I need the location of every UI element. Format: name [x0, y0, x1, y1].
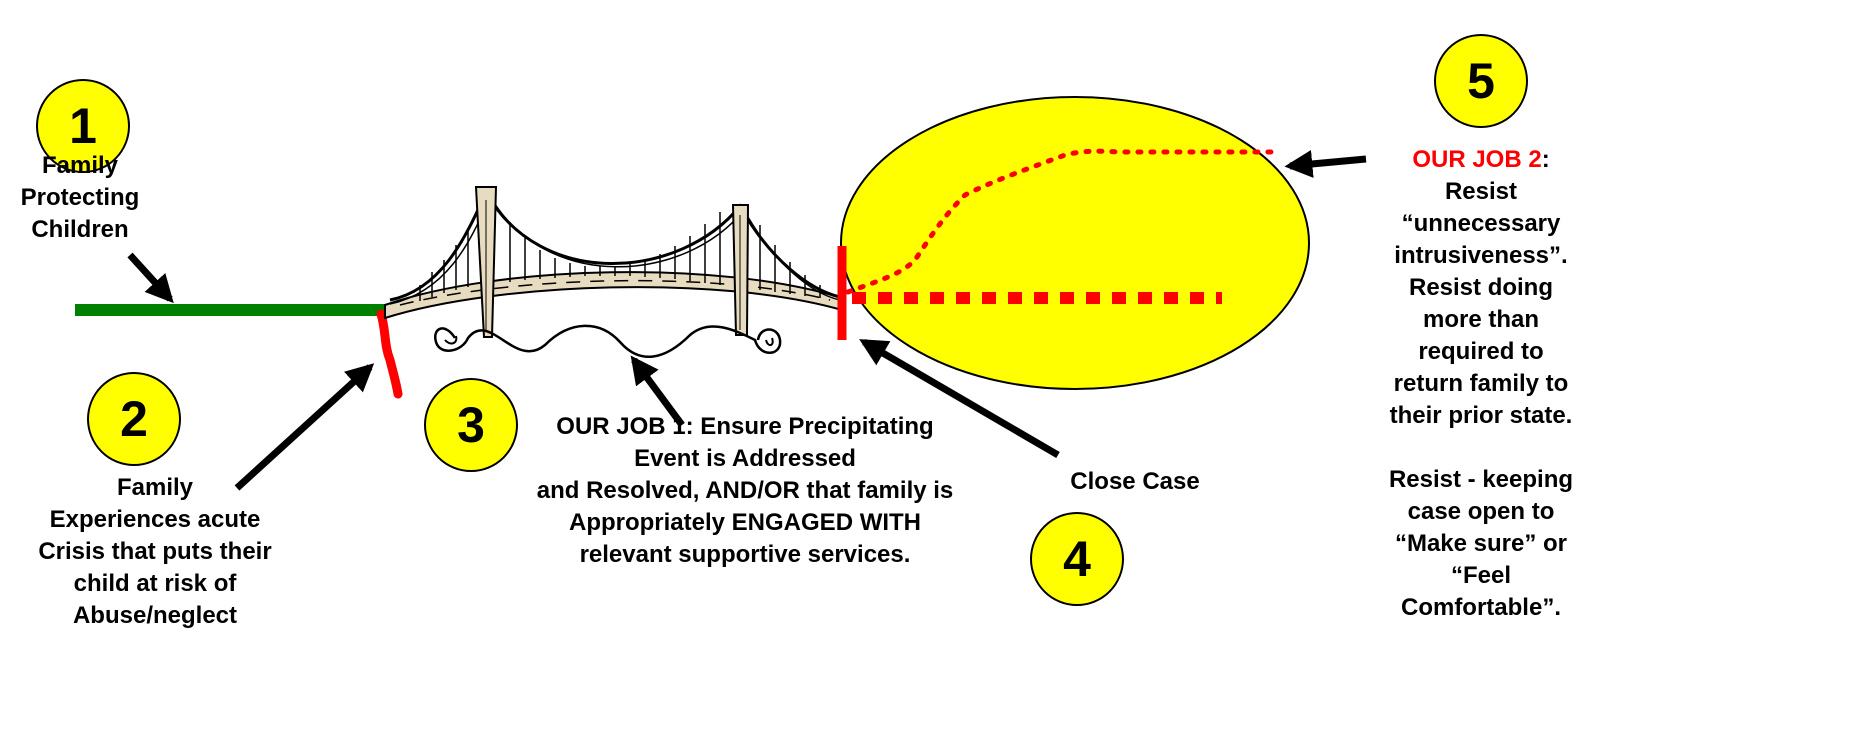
intrusiveness-dotted-curve: [845, 148, 1278, 295]
step5-line: “Feel: [1450, 562, 1512, 589]
title-colon: :: [1541, 146, 1550, 173]
arrow-to-green-line: [127, 252, 174, 304]
step2-label: Family Experiences acute Crisis that put…: [10, 472, 300, 632]
step1-line: Children: [31, 216, 129, 243]
family-state-ellipse: [840, 96, 1310, 390]
arrow-to-bridge: [630, 355, 685, 428]
step5-line: “unnecessary: [1401, 210, 1561, 237]
arrow-to-crisis: [234, 363, 375, 491]
step5-line: Resist: [1444, 178, 1518, 205]
step1-line: Family: [41, 152, 119, 179]
step5-line: “Make sure” or: [1394, 530, 1568, 557]
step5-line: more than: [1422, 306, 1539, 333]
step5-line: Resist - keeping: [1388, 466, 1574, 493]
step3-line: Event is Addressed: [634, 445, 856, 472]
step-marker-3: 3: [424, 378, 518, 472]
step5-line: case open to: [1407, 498, 1555, 525]
step5-line: return family to: [1393, 370, 1569, 397]
step3-line: Appropriately ENGAGED WITH: [568, 509, 922, 536]
step2-line: Experiences acute: [49, 506, 261, 533]
step1-label: Family Protecting Children: [0, 150, 160, 246]
step-marker-5: 5: [1434, 34, 1528, 128]
step5-title: OUR JOB 2:: [1350, 144, 1612, 176]
step-marker-1: 1: [36, 79, 130, 173]
step-marker-2: 2: [87, 372, 181, 466]
step3-line: OUR JOB 1: Ensure Precipitating: [556, 413, 934, 440]
crisis-drop-line: [376, 309, 403, 399]
step5-spacer: [1350, 432, 1612, 464]
step5-line: Resist doing: [1408, 274, 1553, 301]
step3-line: and Resolved, AND/OR that family is: [536, 477, 954, 504]
step2-line: Family: [116, 474, 194, 501]
step-marker-4: 4: [1030, 512, 1124, 606]
step2-line: Abuse/neglect: [72, 602, 238, 629]
step5-line: Comfortable”.: [1400, 594, 1561, 621]
our-job-2-label: OUR JOB 2: [1412, 146, 1542, 173]
step5-line: intrusiveness”.: [1394, 242, 1568, 269]
bridge-icon: [384, 186, 843, 358]
step5-line: their prior state.: [1389, 402, 1573, 429]
step5-line: required to: [1418, 338, 1544, 365]
step1-line: Protecting: [20, 184, 140, 211]
step3-label: OUR JOB 1: Ensure Precipitating Event is…: [500, 411, 990, 571]
arrow-to-close-case: [859, 338, 1060, 459]
step2-line: Crisis that puts their: [38, 538, 272, 565]
step4-label: Close Case: [1070, 468, 1200, 495]
step2-line: child at risk of: [73, 570, 237, 597]
arrow-to-ellipse: [1284, 150, 1367, 178]
step3-line: relevant supportive services.: [579, 541, 911, 568]
step5-label: OUR JOB 2: Resist “unnecessary intrusive…: [1350, 144, 1612, 624]
